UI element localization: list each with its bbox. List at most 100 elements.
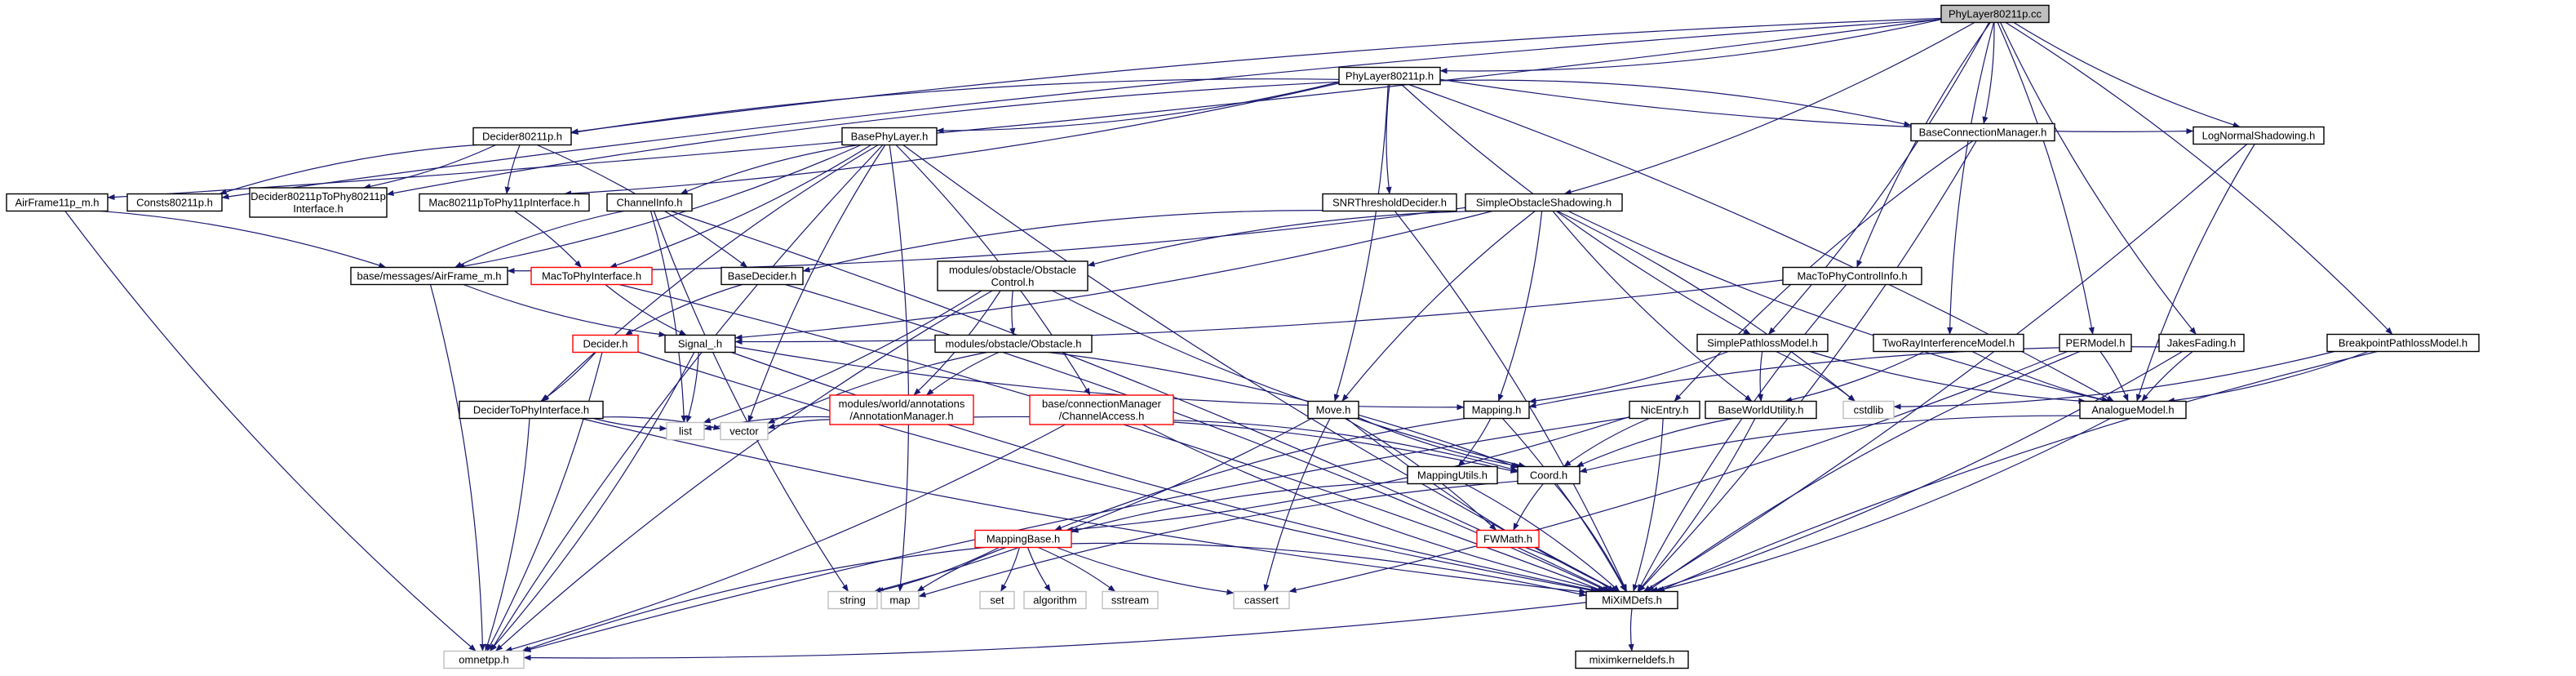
node-mapping_h[interactable]: Mapping.h	[1463, 400, 1530, 420]
node-string: string	[827, 590, 878, 610]
node-box	[2158, 333, 2245, 353]
edge-snrthresholddecider_h-to-basedecider_h	[802, 209, 1323, 273]
edge-phylayer80211p_cc-to-decider80211p_h	[570, 17, 1942, 135]
node-box	[1585, 590, 1678, 610]
node-label: algorithm	[1033, 594, 1076, 607]
node-label: Decider80211p.h	[482, 131, 562, 143]
node-phylayer80211p_cc[interactable]: PhyLayer80211p.cc	[1940, 4, 2050, 24]
edge-analoguemodel_h-to-coord_h	[1579, 415, 2081, 474]
node-airframe_m_h[interactable]: base/messages/AirFrame_m.h	[350, 266, 508, 286]
edge-breakpointpathlossmodel_h-to-cstdlib	[1893, 350, 2335, 410]
node-label: /ChannelAccess.h	[1059, 410, 1145, 422]
node-jakesfading_h[interactable]: JakesFading.h	[2158, 333, 2245, 353]
node-move_h[interactable]: Move.h	[1307, 400, 1359, 420]
node-baseworldutility_h[interactable]: BaseWorldUtility.h	[1705, 400, 1817, 420]
node-basephylayer_h[interactable]: BasePhyLayer.h	[841, 127, 938, 146]
node-permodel_h[interactable]: PERModel.h	[2059, 333, 2132, 353]
node-vector: vector	[720, 421, 769, 441]
edge-obstaclecontrol_h-to-omnetpp_h	[495, 290, 993, 652]
node-box	[1307, 400, 1359, 420]
node-airframe11p_m_h[interactable]: AirFrame11p_m.h	[6, 193, 109, 212]
node-tworayinterferencemodel_h[interactable]: TwoRayInterferenceModel.h	[1873, 333, 2024, 353]
edge-phylayer80211p_h-to-mac80211ptophy11p_h	[564, 82, 1340, 197]
edge-phylayer80211p_cc-to-tworayinterferencemodel_h	[1947, 22, 1995, 335]
node-box	[1465, 193, 1623, 212]
node-nicentry_h[interactable]: NicEntry.h	[1629, 400, 1700, 420]
edge-channelinfo_h-to-list	[650, 211, 687, 423]
node-label: Decider80211pToPhy80211p	[251, 190, 386, 202]
node-label: BaseConnectionManager.h	[1919, 127, 2047, 139]
node-decider_h[interactable]: Decider.h	[572, 334, 639, 354]
edge-decider80211p_h-to-mac80211ptophy11p_h	[504, 145, 521, 194]
node-miximkerneldefs_h[interactable]: miximkerneldefs.h	[1575, 650, 1689, 669]
node-box	[827, 590, 878, 610]
edge-phylayer80211p_h-to-snrthresholddecider_h	[1386, 84, 1392, 194]
edge-phylayer80211p_cc-to-breakpointpathlossmodel_h	[2005, 21, 2393, 335]
node-cstdlib: cstdlib	[1842, 400, 1895, 420]
node-snrthresholddecider_h[interactable]: SNRThresholdDecider.h	[1322, 193, 1457, 212]
node-box	[249, 187, 388, 218]
node-label: sstream	[1111, 594, 1149, 607]
edge-nicentry_h-to-miximdefs_h	[1632, 418, 1664, 592]
node-box	[934, 334, 1093, 354]
node-phylayer80211p_h[interactable]: PhyLayer80211p.h	[1338, 66, 1441, 86]
node-box	[2192, 126, 2325, 145]
edge-phylayer80211p_cc-to-simplepathlossmodel_h	[1767, 22, 1990, 335]
edge-channelaccess_h-to-miximdefs_h	[1142, 424, 1609, 594]
node-signal_h[interactable]: Signal_.h	[664, 334, 736, 354]
node-box	[1023, 590, 1087, 610]
node-box	[1782, 266, 1922, 286]
edge-channelinfo_h-to-airframe_m_h	[454, 210, 624, 269]
node-obstacle_h[interactable]: modules/obstacle/Obstacle.h	[934, 334, 1093, 354]
node-simpleobstacleshadowing_h[interactable]: SimpleObstacleShadowing.h	[1465, 193, 1623, 212]
node-decider80211p_h[interactable]: Decider80211p.h	[472, 127, 572, 146]
node-mac80211ptophy11p_h[interactable]: Mac80211pToPhy11pInterface.h	[419, 193, 590, 212]
edge-decidertophyinterface_h-to-miximdefs_h	[580, 417, 1587, 594]
node-simplepathlossmodel_h[interactable]: SimplePathlossModel.h	[1696, 333, 1829, 353]
edge-airframe11p_m_h-to-airframe_m_h	[100, 210, 387, 269]
edge-phylayer80211p_cc-to-lognormalshadowing_h	[2013, 21, 2241, 128]
node-mappingutils_h[interactable]: MappingUtils.h	[1407, 465, 1498, 485]
node-consts80211p_h[interactable]: Consts80211p.h	[126, 193, 223, 212]
edge-nicentry_h-to-coord_h	[1563, 417, 1650, 467]
node-box	[1029, 394, 1174, 425]
node-mactophycontrolinfo_h[interactable]: MacToPhyControlInfo.h	[1782, 266, 1922, 286]
node-baseconnectionmanager_h[interactable]: BaseConnectionManager.h	[1910, 122, 2055, 142]
node-breakpointpathlossmodel_h[interactable]: BreakpointPathlossModel.h	[2326, 333, 2480, 353]
node-box	[419, 193, 590, 212]
edge-decider_h-to-decidertophyinterface_h	[540, 352, 596, 402]
node-label: list	[679, 425, 692, 438]
node-label: Coord.h	[1530, 469, 1567, 482]
edge-basephylayer_h-to-airframe_m_h	[457, 144, 862, 269]
edge-basephylayer_h-to-mactophyinterface_h	[609, 144, 871, 269]
edge-obstaclecontrol_h-to-coord_h	[1052, 290, 1527, 468]
node-label: MacToPhyControlInfo.h	[1797, 270, 1907, 282]
edge-airframe11p_m_h-to-omnetpp_h	[64, 211, 477, 652]
node-miximdefs_h[interactable]: MiXiMDefs.h	[1585, 590, 1678, 610]
node-channelinfo_h[interactable]: ChannelInfo.h	[606, 193, 693, 212]
node-annotationmanager_h[interactable]: modules/world/annotations/AnnotationMana…	[829, 394, 974, 425]
edge-coord_h-to-miximdefs_h	[1554, 483, 1627, 592]
edge-miximdefs_h-to-miximkerneldefs_h	[1628, 608, 1634, 652]
node-coord_h[interactable]: Coord.h	[1517, 465, 1581, 485]
node-label: cassert	[1244, 594, 1279, 607]
node-box	[979, 590, 1015, 610]
node-box	[572, 334, 639, 354]
node-analoguemodel_h[interactable]: AnalogueModel.h	[2079, 400, 2187, 420]
node-decidertophyinterface_h[interactable]: DeciderToPhyInterface.h	[459, 400, 604, 420]
node-basedecider_h[interactable]: BaseDecider.h	[720, 266, 804, 286]
node-fwmath_h[interactable]: FWMath.h	[1476, 529, 1540, 549]
edge-obstacle_h-to-annotationmanager_h	[926, 351, 1000, 396]
edge-simplepathlossmodel_h-to-cstdlib	[1776, 350, 1856, 402]
node-mactophyinterface_h[interactable]: MacToPhyInterface.h	[530, 266, 653, 286]
node-lognormalshadowing_h[interactable]: LogNormalShadowing.h	[2192, 126, 2325, 145]
edge-simpleobstacleshadowing_h-to-baseworldutility_h	[1552, 211, 1753, 402]
node-mappingbase_h[interactable]: MappingBase.h	[974, 529, 1072, 549]
node-label: Consts80211p.h	[136, 197, 213, 209]
node-channelaccess_h[interactable]: base/connectionManager/ChannelAccess.h	[1029, 394, 1174, 425]
node-box	[664, 334, 736, 354]
node-label: Mapping.h	[1472, 404, 1522, 416]
node-label: omnetpp.h	[459, 654, 508, 666]
